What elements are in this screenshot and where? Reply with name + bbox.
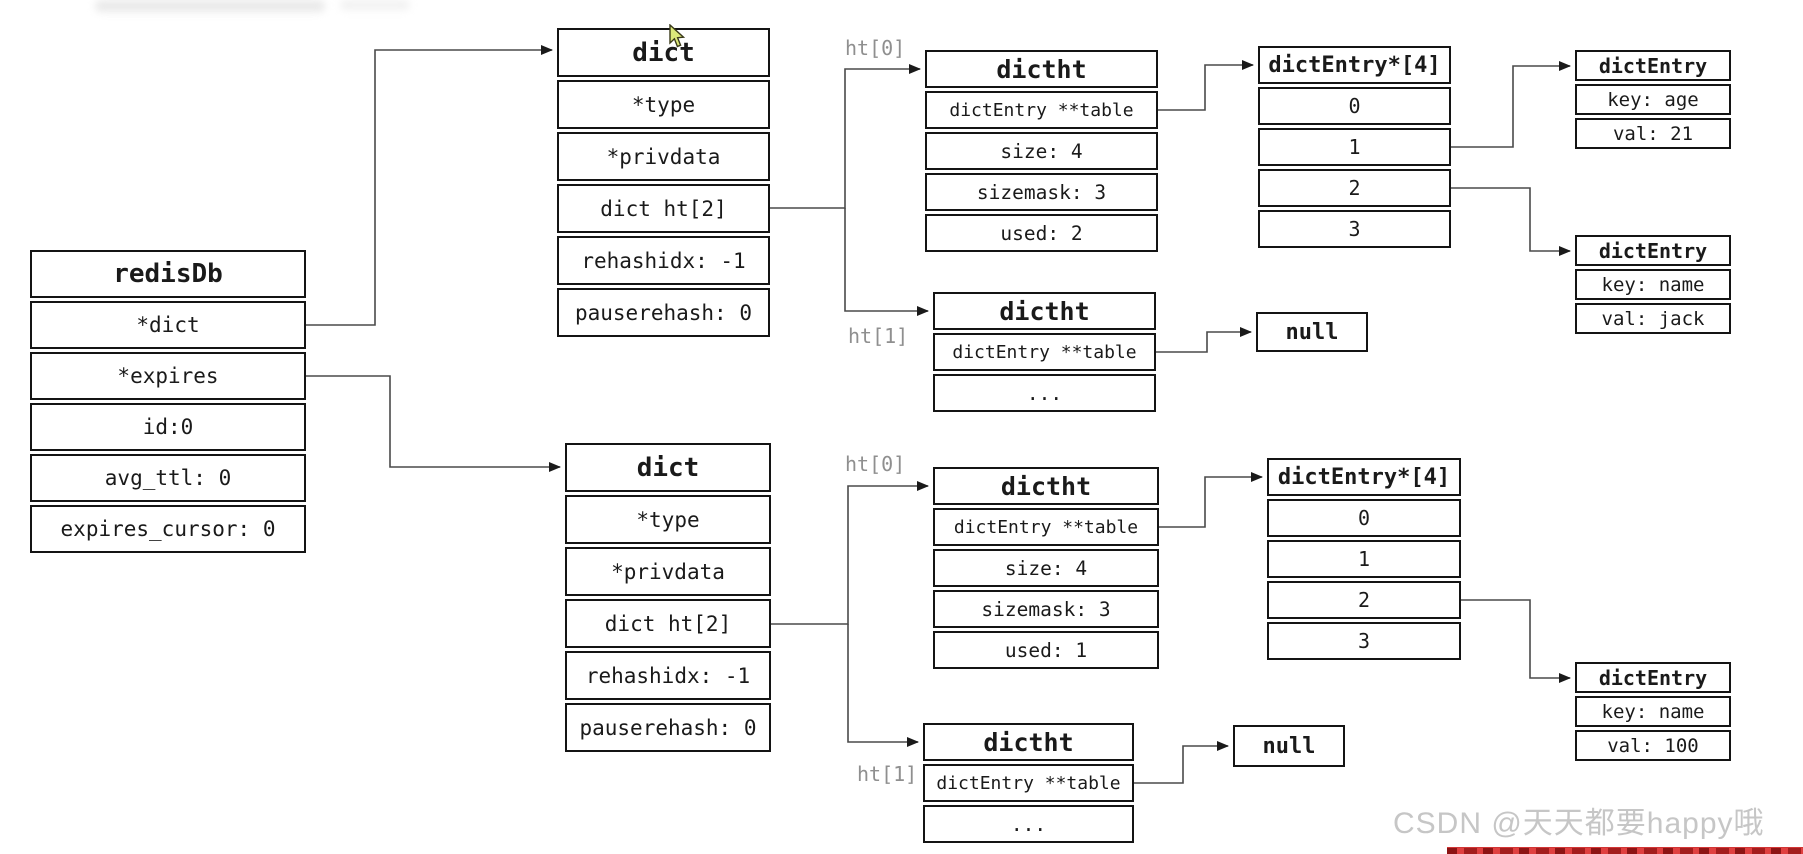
dictht-bottom0-row-size: size: 4 [933,549,1159,587]
dict-top-row-pauserehash: pauserehash: 0 [557,288,770,337]
dictht-bottom1-title: dictht [923,723,1134,761]
arrow-dictbottom-to-ht1 [847,624,919,747]
dict-bottom-row-ht2: dict ht[2] [565,599,771,648]
dictht-top0-row-table: dictEntry **table [925,91,1158,129]
dict-bottom-box: dict *type *privdata dict ht[2] rehashid… [565,443,771,752]
dictentry-age-val: val: 21 [1575,118,1731,149]
dictht-bottom0-row-used: used: 1 [933,631,1159,669]
redisdb-row-dict: *dict [30,301,306,349]
arrow-redisdb-to-dict-bottom [306,375,561,472]
entries-top-title: dictEntry*[4] [1258,46,1451,84]
dict-bottom-row-privdata: *privdata [565,547,771,596]
dictht-top1-title: dictht [933,292,1156,330]
redisdb-box: redisDb *dict *expires id:0 avg_ttl: 0 e… [30,250,306,553]
dictht-bottom0-row-sizemask: sizemask: 3 [933,590,1159,628]
dictentry-age-box: dictEntry key: age val: 21 [1575,50,1731,149]
entries-bottom-box: dictEntry*[4] 0 1 2 3 [1267,458,1461,660]
arrow-redisdb-to-dict-top [306,45,553,326]
redisdb-row-expires: *expires [30,352,306,400]
redisdb-row-avgttl: avg_ttl: 0 [30,454,306,502]
clipped-red-banner [1447,847,1803,854]
arrow-ht1top-to-null [1156,327,1252,353]
dictht-top1-box: dictht dictEntry **table ... [933,292,1156,412]
ht0-label-bottom: ht[0] [845,452,906,476]
entries-top-box: dictEntry*[4] 0 1 2 3 [1258,46,1451,248]
entries-top-slot-0: 0 [1258,87,1451,125]
null-top-box: null [1256,312,1368,352]
arrow-entries-to-name100 [1461,599,1571,683]
dictht-top0-title: dictht [925,50,1158,88]
redisdb-row-expirescursor: expires_cursor: 0 [30,505,306,553]
arrow-dictbottom-to-ht0 [770,481,929,625]
dictht-top0-row-sizemask: sizemask: 3 [925,173,1158,211]
dictentry-namejack-key: key: name [1575,269,1731,300]
dictht-top1-row-table: dictEntry **table [933,333,1156,371]
dict-bottom-row-pauserehash: pauserehash: 0 [565,703,771,752]
entries-top-slot-2: 2 [1258,169,1451,207]
null-bottom-label: null [1233,725,1345,767]
arrow-dicttop-to-ht0 [770,64,921,209]
dict-top-row-privdata: *privdata [557,132,770,181]
ht0-label-top: ht[0] [845,36,906,60]
dict-top-box: dict *type *privdata dict ht[2] rehashid… [557,28,770,337]
dict-top-row-rehashidx: rehashidx: -1 [557,236,770,285]
ht1-label-top: ht[1] [848,324,909,348]
arrow-ht1bottom-to-null [1134,741,1229,784]
redisdb-row-id: id:0 [30,403,306,451]
dictentry-name100-key: key: name [1575,696,1731,727]
entries-bottom-slot-1: 1 [1267,540,1461,578]
dictht-bottom1-row-table: dictEntry **table [923,764,1134,802]
dict-bottom-row-rehashidx: rehashidx: -1 [565,651,771,700]
csdn-watermark: CSDN @天天都要happy哦 [1393,807,1765,840]
smudge-artifact [340,0,410,10]
smudge-artifact [95,0,325,12]
dictht-bottom0-title: dictht [933,467,1159,505]
entries-top-slot-3: 3 [1258,210,1451,248]
dictentry-namejack-val: val: jack [1575,303,1731,334]
null-bottom-box: null [1233,725,1345,767]
dictht-bottom0-box: dictht dictEntry **table size: 4 sizemas… [933,467,1159,669]
redisdb-title: redisDb [30,250,306,298]
entries-bottom-title: dictEntry*[4] [1267,458,1461,496]
dictht-bottom1-row-ellipsis: ... [923,805,1134,843]
dictht-top0-box: dictht dictEntry **table size: 4 sizemas… [925,50,1158,252]
arrow-dicttop-to-ht1 [844,208,929,316]
arrow-ht0top-to-entries [1158,60,1254,111]
dict-top-title: dict [557,28,770,77]
dictentry-name100-val: val: 100 [1575,730,1731,761]
dictentry-name100-box: dictEntry key: name val: 100 [1575,662,1731,761]
dictentry-name100-title: dictEntry [1575,662,1731,693]
mouse-cursor-icon [668,23,686,54]
dictentry-age-key: key: age [1575,84,1731,115]
dict-top-row-type: *type [557,80,770,129]
arrow-entries-to-age [1451,61,1571,148]
arrow-entries-to-namejack [1451,187,1571,256]
ht1-label-bottom: ht[1] [857,762,918,786]
entries-bottom-slot-2: 2 [1267,581,1461,619]
dictht-top0-row-used: used: 2 [925,214,1158,252]
dictht-top0-row-size: size: 4 [925,132,1158,170]
dictentry-namejack-title: dictEntry [1575,235,1731,266]
dictentry-namejack-box: dictEntry key: name val: jack [1575,235,1731,334]
dict-top-row-ht2: dict ht[2] [557,184,770,233]
arrow-ht0bottom-to-entries [1159,472,1263,528]
entries-top-slot-1: 1 [1258,128,1451,166]
dict-bottom-title: dict [565,443,771,492]
dictht-bottom1-box: dictht dictEntry **table ... [923,723,1134,843]
entries-bottom-slot-3: 3 [1267,622,1461,660]
dict-bottom-row-type: *type [565,495,771,544]
entries-bottom-slot-0: 0 [1267,499,1461,537]
null-top-label: null [1256,312,1368,352]
dictht-bottom0-row-table: dictEntry **table [933,508,1159,546]
dictht-top1-row-ellipsis: ... [933,374,1156,412]
dictentry-age-title: dictEntry [1575,50,1731,81]
